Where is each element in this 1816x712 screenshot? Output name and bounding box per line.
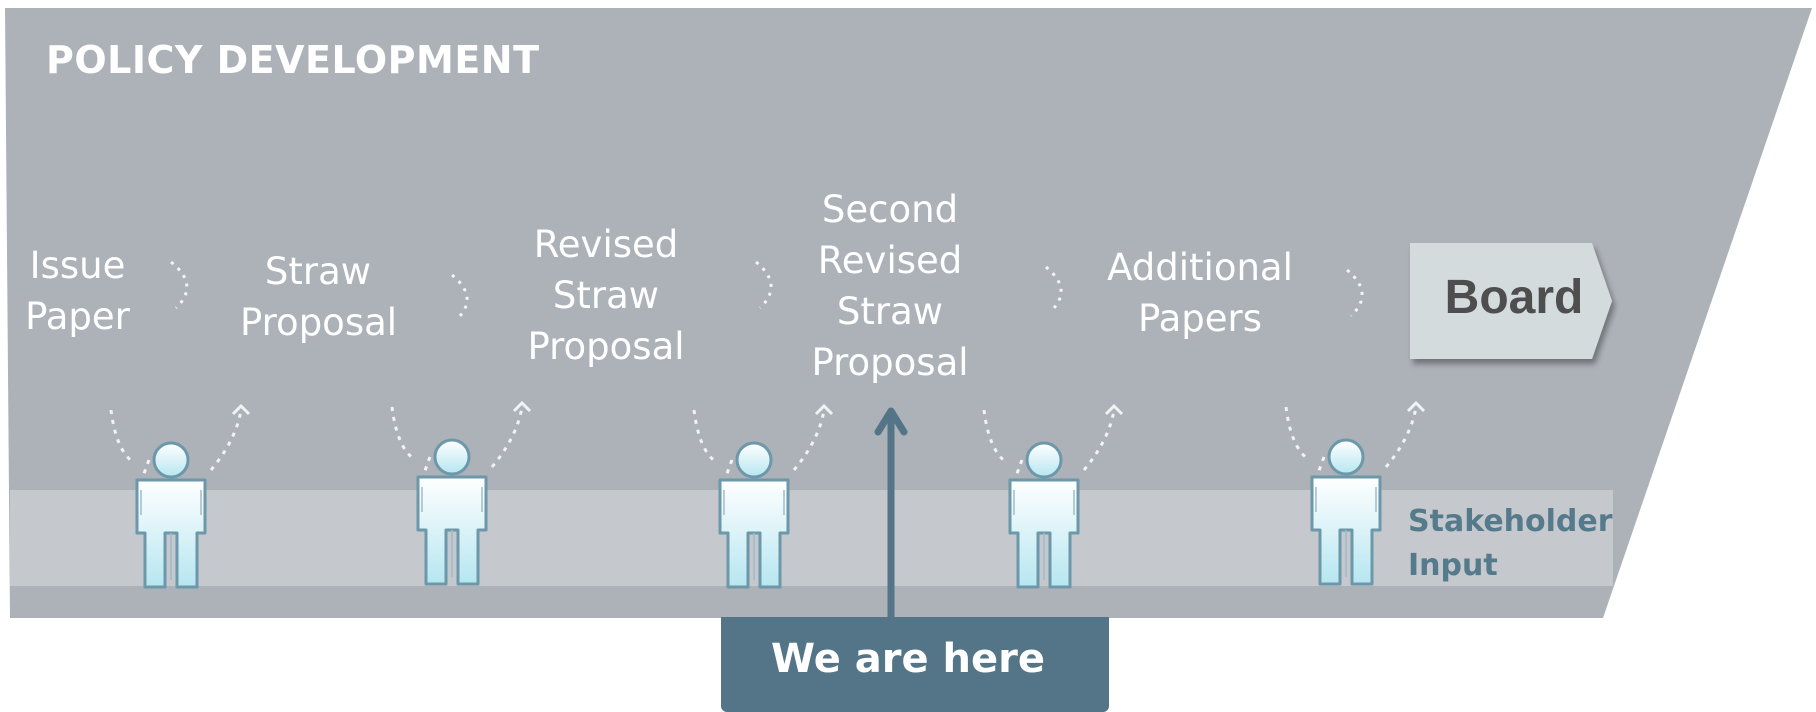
step-line: Issue xyxy=(29,244,126,287)
step-line: Proposal xyxy=(527,325,685,368)
step-line: Proposal xyxy=(811,341,969,384)
stakeholder-figures xyxy=(109,400,1426,589)
step-line: Proposal xyxy=(240,301,398,344)
person-icon xyxy=(109,403,251,589)
we-are-here-label: We are here xyxy=(771,636,1045,682)
stakeholder-line-1: Stakeholder xyxy=(1408,504,1613,539)
connector-5 xyxy=(1346,268,1364,318)
connector-2 xyxy=(451,273,469,322)
step-connectors xyxy=(170,260,1364,322)
person-icon xyxy=(390,400,532,586)
person-icon xyxy=(692,403,834,589)
we-are-here-arrow xyxy=(874,407,908,621)
connector-1 xyxy=(170,260,189,310)
we-are-here-box xyxy=(721,617,1109,712)
person-icon xyxy=(1284,400,1426,586)
step-revised-straw-proposal: Revised Straw Proposal xyxy=(526,219,686,372)
board-label: Board xyxy=(1444,271,1584,324)
step-line: Paper xyxy=(25,295,130,338)
step-line: Revised xyxy=(533,223,679,266)
step-line: Straw xyxy=(552,274,660,317)
step-line: Second xyxy=(821,188,959,231)
step-line: Revised xyxy=(817,239,963,282)
connector-4 xyxy=(1045,265,1063,314)
step-line: Additional xyxy=(1107,246,1293,289)
step-line: Straw xyxy=(264,250,372,293)
stakeholder-input-label: Stakeholder Input xyxy=(1408,500,1613,588)
step-additional-papers: Additional Papers xyxy=(1104,242,1296,344)
connector-3 xyxy=(755,260,773,310)
step-line: Papers xyxy=(1137,297,1263,340)
step-line: Straw xyxy=(836,290,944,333)
stakeholder-line-2: Input xyxy=(1408,548,1498,583)
page-title: POLICY DEVELOPMENT xyxy=(46,38,540,82)
step-second-revised-straw-proposal: Second Revised Straw Proposal xyxy=(810,184,970,388)
step-straw-proposal: Straw Proposal xyxy=(240,246,398,348)
person-icon xyxy=(982,403,1124,589)
step-issue-paper: Issue Paper xyxy=(20,240,135,342)
board-shape xyxy=(1410,243,1612,359)
